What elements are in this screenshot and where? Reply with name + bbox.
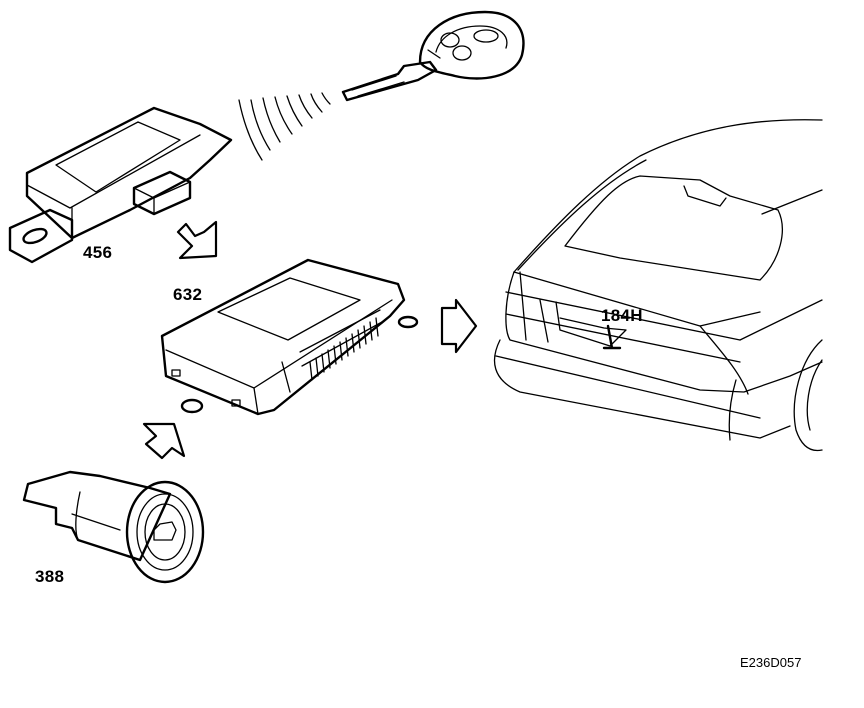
arrow-388-to-632 — [142, 422, 186, 460]
label-456: 456 — [83, 243, 113, 262]
arrow-456-to-632 — [176, 220, 218, 260]
label-632: 632 — [173, 285, 203, 304]
label-184h: 184H — [601, 306, 643, 325]
remote-key-fob — [341, 10, 525, 102]
arrow-to-car — [440, 298, 478, 354]
radio-waves — [238, 92, 331, 161]
figure-code: E236D057 — [740, 655, 802, 670]
switch-388 — [22, 470, 205, 584]
receiver-456 — [8, 106, 233, 264]
control-module-632 — [160, 258, 419, 416]
label-388: 388 — [35, 567, 65, 586]
car-rear-view — [493, 119, 823, 452]
